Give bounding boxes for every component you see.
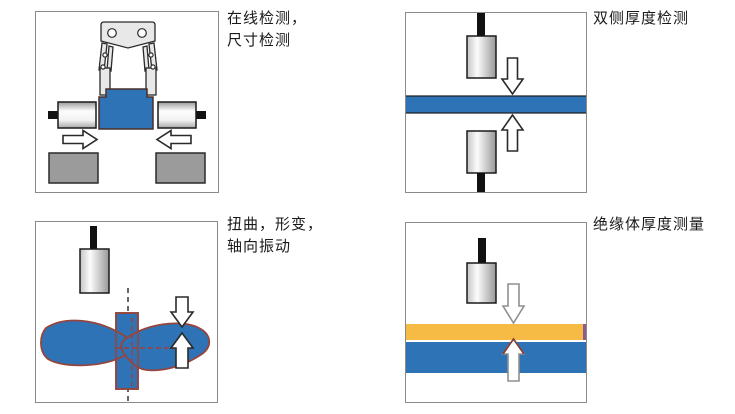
caption-line: 绝缘体厚度测量 bbox=[593, 217, 706, 233]
caption-line: 双侧厚度检测 bbox=[593, 11, 690, 27]
insulator-layer bbox=[406, 324, 586, 340]
shaft-outline bbox=[115, 312, 139, 390]
arrow-up-icon bbox=[169, 331, 195, 369]
arrow-down-icon bbox=[501, 283, 526, 325]
arrow-down-icon bbox=[169, 296, 195, 329]
sensor-icon bbox=[466, 238, 497, 304]
arrow-right-icon bbox=[62, 129, 99, 150]
sensor-icon bbox=[79, 226, 110, 294]
measured-strip bbox=[406, 95, 586, 114]
panel-online-inspection bbox=[35, 11, 219, 193]
caption-dual-side-thickness: 双侧厚度检测 bbox=[593, 8, 689, 30]
twist-deformation-figure bbox=[40, 226, 211, 401]
caption-insulator-thickness: 绝缘体厚度测量 bbox=[593, 214, 705, 236]
online-inspection-figure bbox=[48, 21, 206, 184]
arrow-up-icon bbox=[500, 113, 525, 152]
arrow-up-head-outline bbox=[502, 337, 525, 355]
conveyor-block-right bbox=[155, 152, 206, 184]
sensor-top-icon bbox=[466, 13, 497, 79]
sensor-left-icon bbox=[48, 101, 97, 129]
arrow-left-icon bbox=[155, 129, 192, 150]
panel-dual-side-thickness bbox=[405, 12, 587, 193]
layer-edge-mark bbox=[583, 324, 586, 340]
panel-insulator-thickness bbox=[405, 222, 587, 403]
arrow-down-icon bbox=[500, 57, 525, 96]
caption-twist-deformation: 扭曲，形变， 轴向振动 bbox=[227, 214, 323, 258]
caption-line: 在线检测， bbox=[227, 11, 308, 27]
sensor-bottom-icon bbox=[466, 130, 497, 192]
panel-twist-deformation bbox=[35, 221, 218, 403]
gripper-icon bbox=[98, 21, 158, 96]
dual-side-thickness-figure bbox=[406, 13, 586, 192]
base-layer bbox=[406, 342, 586, 373]
caption-online-inspection: 在线检测， 尺寸检测 bbox=[227, 8, 307, 52]
twisted-band-left-loop bbox=[40, 319, 133, 367]
caption-line: 尺寸检测 bbox=[227, 33, 292, 49]
caption-line: 轴向振动 bbox=[227, 239, 292, 255]
workpiece-block bbox=[98, 88, 154, 130]
insulator-thickness-figure bbox=[406, 238, 586, 382]
caption-line: 扭曲，形变， bbox=[227, 217, 324, 233]
sensor-right-icon bbox=[157, 101, 206, 129]
conveyor-block-left bbox=[48, 152, 99, 184]
